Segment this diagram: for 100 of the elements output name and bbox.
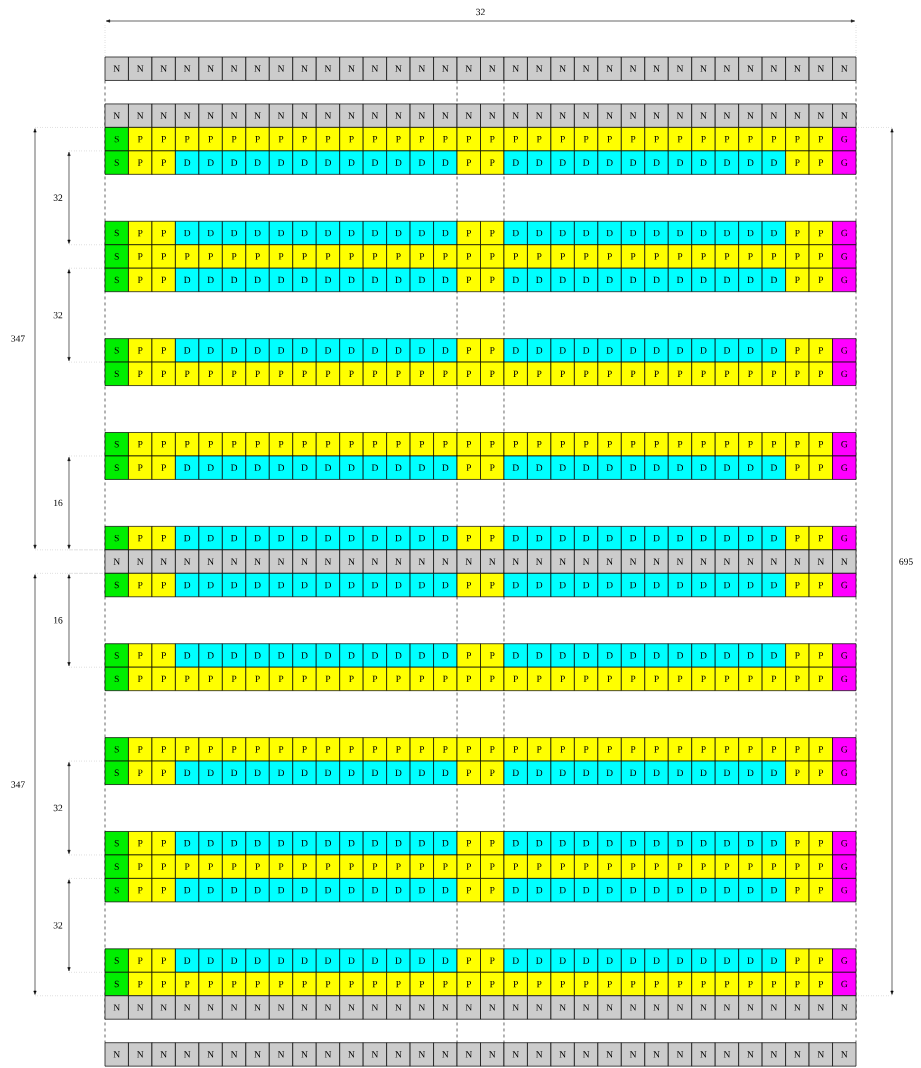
grid-cell: D — [574, 948, 599, 973]
grid-cell: P — [667, 971, 693, 997]
grid-cell: D — [175, 643, 200, 668]
grid-cell: P — [574, 854, 599, 879]
grid-cell: N — [550, 103, 575, 128]
grid-cell: P — [550, 971, 575, 997]
grid-cell: S — [104, 244, 129, 269]
grid-cell: N — [503, 995, 528, 1020]
grid-cell: D — [527, 572, 552, 598]
grid-cell: D — [315, 572, 341, 598]
grid-cell: P — [691, 361, 716, 386]
grid-cell: D — [198, 643, 223, 668]
dimension-label: 347 — [11, 335, 25, 342]
grid-cell: D — [222, 220, 247, 246]
grid-cell: P — [738, 737, 763, 762]
grid-cell: P — [574, 737, 599, 762]
grid-cell: P — [151, 127, 176, 152]
grid-cell: P — [268, 127, 294, 152]
grid-cell: P — [175, 666, 200, 691]
grid-cell: D — [433, 267, 458, 293]
grid-cell: D — [245, 831, 270, 856]
grid-cell: P — [433, 361, 458, 386]
grid-cell: P — [574, 971, 599, 997]
grid-cell: P — [198, 361, 223, 386]
grid-cell: D — [667, 572, 693, 598]
grid-cell: P — [644, 127, 669, 152]
grid-cell: D — [738, 150, 763, 175]
grid-cell: D — [433, 150, 458, 175]
grid-cell: N — [268, 103, 294, 128]
grid-cell: P — [128, 971, 153, 997]
grid-cell: P — [151, 361, 176, 386]
grid-cell: D — [761, 760, 786, 785]
grid-cell: N — [386, 995, 411, 1020]
dimension-label: 32 — [53, 922, 63, 929]
grid-cell: N — [339, 56, 364, 81]
grid-cell: D — [550, 948, 575, 973]
grid-cell: N — [597, 56, 622, 81]
grid-cell: D — [527, 455, 552, 480]
grid-cell: N — [362, 56, 387, 81]
grid-cell: P — [527, 127, 552, 152]
grid-cell: D — [198, 572, 223, 598]
grid-cell: N — [409, 103, 434, 128]
grid-cell: P — [527, 244, 552, 269]
grid-cell: D — [503, 643, 528, 668]
grid-cell: D — [691, 267, 716, 293]
grid-cell: N — [433, 56, 458, 81]
grid-cell: D — [222, 831, 247, 856]
grid-cell: N — [151, 1042, 176, 1067]
grid-cell: N — [456, 1042, 481, 1067]
grid-cell: P — [151, 267, 176, 293]
grid-cell: P — [339, 127, 364, 152]
grid-cell: P — [527, 854, 552, 879]
grid-cell: N — [222, 56, 247, 81]
grid-cell: N — [620, 549, 646, 574]
grid-cell: D — [550, 220, 575, 246]
grid-cell: D — [339, 267, 364, 293]
grid-cell: D — [691, 526, 716, 551]
grid-cell: N — [620, 995, 646, 1020]
grid-cell: S — [104, 432, 129, 457]
grid-cell: N — [714, 549, 739, 574]
grid-cell: D — [409, 643, 434, 668]
grid-cell: D — [433, 220, 458, 246]
grid-cell: D — [550, 878, 575, 903]
grid-cell: D — [339, 760, 364, 785]
grid-cell: D — [761, 526, 786, 551]
grid-cell: D — [339, 948, 364, 973]
grid-cell: P — [808, 150, 833, 175]
grid-cell: P — [620, 361, 646, 386]
grid-cell: D — [339, 643, 364, 668]
grid-cell: N — [268, 995, 294, 1020]
grid-cell: D — [175, 150, 200, 175]
grid-cell: P — [128, 854, 153, 879]
grid-cell: D — [409, 338, 434, 363]
grid-cell: P — [761, 244, 786, 269]
grid-cell: N — [128, 103, 153, 128]
grid-cell: P — [644, 854, 669, 879]
grid-cell: N — [527, 995, 552, 1020]
grid-cell: P — [386, 432, 411, 457]
grid-cell: P — [691, 854, 716, 879]
grid-cell: D — [268, 526, 294, 551]
grid-cell: P — [268, 432, 294, 457]
grid-cell: P — [128, 572, 153, 598]
grid-cell: N — [832, 1042, 857, 1067]
grid-cell: N — [128, 56, 153, 81]
grid-cell: D — [386, 948, 411, 973]
grid-cell: D — [292, 643, 317, 668]
grid-cell: P — [785, 666, 810, 691]
grid-cell: D — [714, 267, 739, 293]
grid-cell: P — [597, 666, 622, 691]
grid-cell: P — [222, 737, 247, 762]
grid-cell: P — [480, 760, 505, 785]
grid-cell: G — [832, 432, 857, 457]
grid-cell: P — [761, 361, 786, 386]
grid-cell: N — [597, 103, 622, 128]
grid-cell: P — [409, 971, 434, 997]
grid-cell: D — [386, 878, 411, 903]
grid-cell: D — [222, 760, 247, 785]
grid-cell: N — [667, 995, 693, 1020]
grid-cell: P — [785, 643, 810, 668]
grid-cell: D — [761, 338, 786, 363]
